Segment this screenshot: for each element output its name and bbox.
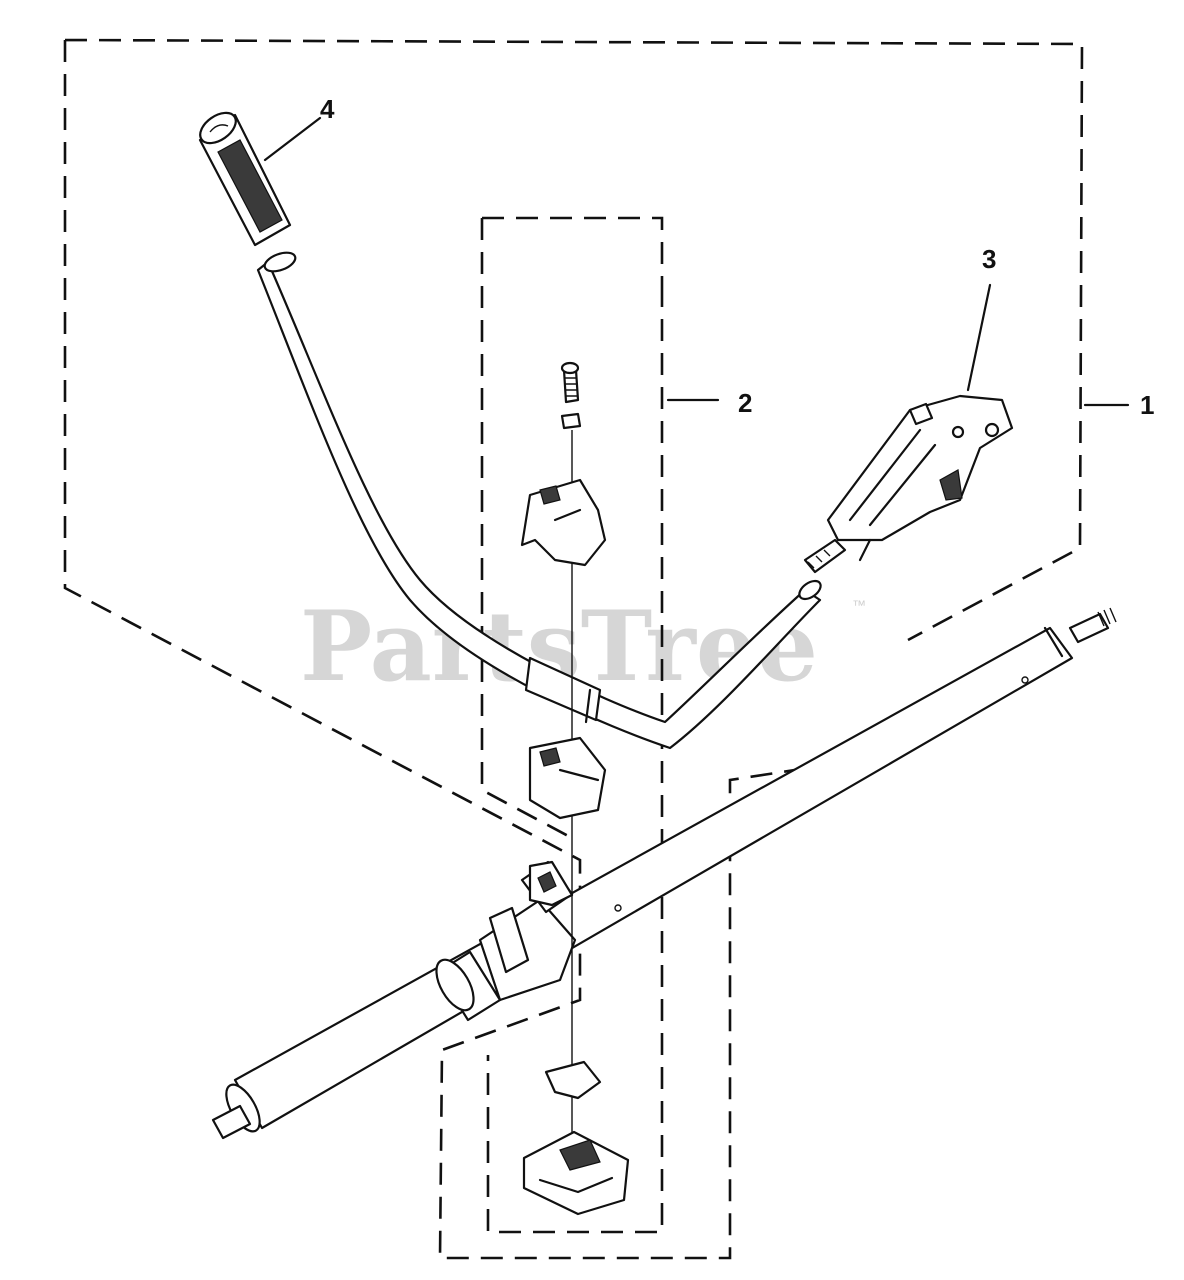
- leader-line-4: [263, 116, 322, 162]
- assembly-2-boundary: [480, 216, 664, 1234]
- shaft-clamp-assembly: [435, 860, 577, 1022]
- throttle-control: [803, 394, 1014, 574]
- handle-grip: [198, 111, 292, 247]
- trademark-symbol: ™: [852, 597, 866, 613]
- callout-1: 1: [1140, 390, 1154, 420]
- bolt: [562, 368, 580, 404]
- bottom-clamp-base: [522, 1130, 630, 1216]
- drive-shaft-tube: [211, 607, 1117, 1140]
- callout-4: 4: [320, 94, 335, 124]
- shaft-shim: [544, 1060, 602, 1100]
- lower-handle-clamp: [528, 736, 607, 820]
- upper-handle-clamp: [520, 478, 607, 567]
- loop-handle-tube: [256, 251, 822, 750]
- bolt-head: [560, 361, 580, 375]
- leader-line-3: [966, 283, 992, 392]
- assembly-1-boundary: [63, 38, 1084, 1260]
- clamp-hardware: [520, 361, 630, 1216]
- callout-2: 2: [738, 388, 752, 418]
- callout-3: 3: [982, 244, 996, 274]
- nut: [560, 412, 582, 430]
